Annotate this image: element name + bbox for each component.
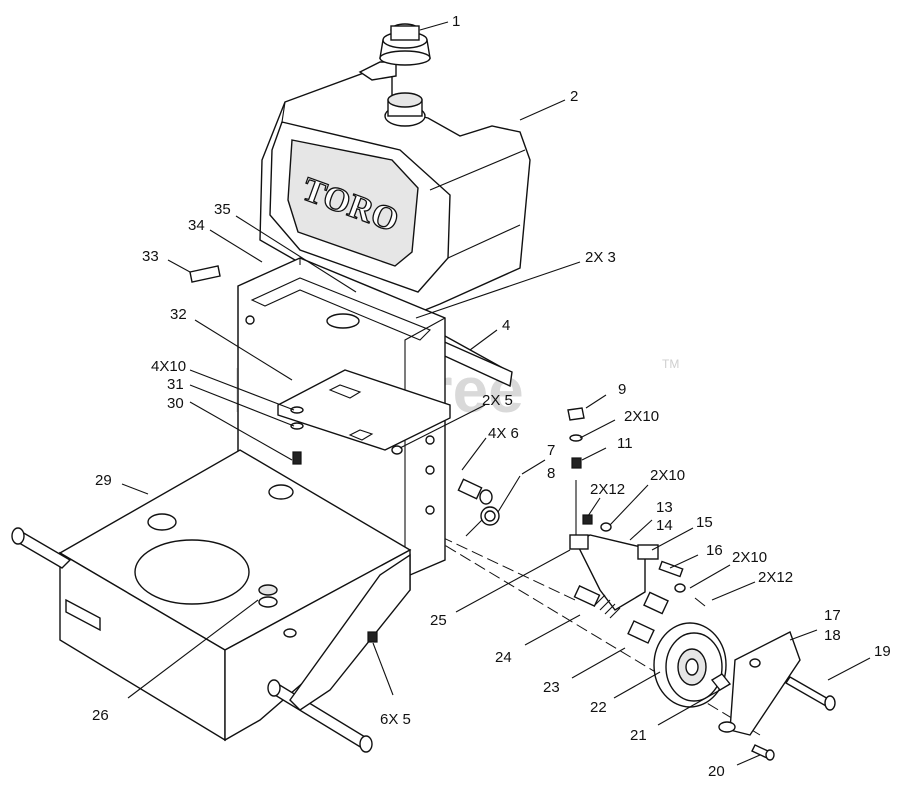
cotter-pin [694,597,706,607]
callout-4x6: 4X 6 [488,425,519,442]
callout-31: 31 [167,376,184,393]
callout-18: 18 [824,627,841,644]
callout-4: 4 [502,317,510,334]
callout-32: 32 [170,306,187,323]
callout-34: 34 [188,217,205,234]
callout-8: 8 [547,465,555,482]
idler-pivot-bracket [575,534,646,611]
bolt-19 [785,676,836,711]
callout-17: 17 [824,607,841,624]
nut-2x5 [391,445,403,455]
callout-2x10-b: 2X10 [650,467,685,484]
callout-25: 25 [430,612,447,629]
callout-20: 20 [708,763,725,780]
callout-16: 16 [706,542,723,559]
wing-9 [567,407,585,421]
idler-pulley [653,622,727,708]
callout-21: 21 [630,727,647,744]
bolt-30 [290,406,304,465]
callout-2x10-a: 2X10 [624,408,659,425]
pivot-hub [569,534,589,550]
callout-2x10-c: 2X10 [732,549,767,566]
nut-6x5 [367,631,378,643]
callout-22: 22 [590,699,607,716]
callout-labels: 1 2 2X 3 4 9 2X10 11 2X 5 4X 6 7 8 2X12 … [92,13,891,780]
washer-12 [600,522,612,532]
pin [283,628,297,638]
decal-33 [189,265,221,283]
callout-29: 29 [95,472,112,489]
callout-14: 14 [656,517,673,534]
callout-13: 13 [656,499,673,516]
nut-21 [710,673,732,691]
torsion-spring [465,475,521,537]
callout-15: 15 [696,514,713,531]
callout-24: 24 [495,649,512,666]
callout-7: 7 [547,442,555,459]
callout-33: 33 [142,248,159,265]
pin-16 [658,560,684,578]
spacer-bushing [457,478,493,505]
grommet-26 [258,584,278,608]
callout-1: 1 [452,13,460,30]
watermark-tm: TM [662,357,679,371]
callout-23: 23 [543,679,560,696]
fuel-tank: TORO [259,61,531,313]
axle-left [11,527,72,569]
callout-26: 26 [92,707,109,724]
support-arm [289,553,411,711]
callout-35: 35 [214,201,231,218]
bolt-24 [573,584,621,619]
callout-6x5: 6X 5 [380,711,411,728]
hub-15 [637,544,659,560]
callout-2: 2 [570,88,578,105]
callout-2x12-a: 2X12 [590,481,625,498]
mounting-plate [277,369,451,451]
callout-19: 19 [874,643,891,660]
callout-4x10: 4X10 [151,358,186,375]
callout-11: 11 [617,435,633,452]
callout-2x5: 2X 5 [482,392,513,409]
callout-2x12-b: 2X12 [758,569,793,586]
nut-11 [571,457,582,469]
fuel-cap [379,23,431,127]
washer-16 [674,583,686,593]
leader-lines [121,21,871,766]
washer-10 [569,434,583,442]
callout-9: 9 [618,381,626,398]
screw-12 [582,514,593,525]
spacer-23 [627,591,669,644]
callout-30: 30 [167,395,184,412]
bolt-20 [751,744,775,761]
callout-2x3: 2X 3 [585,249,616,266]
